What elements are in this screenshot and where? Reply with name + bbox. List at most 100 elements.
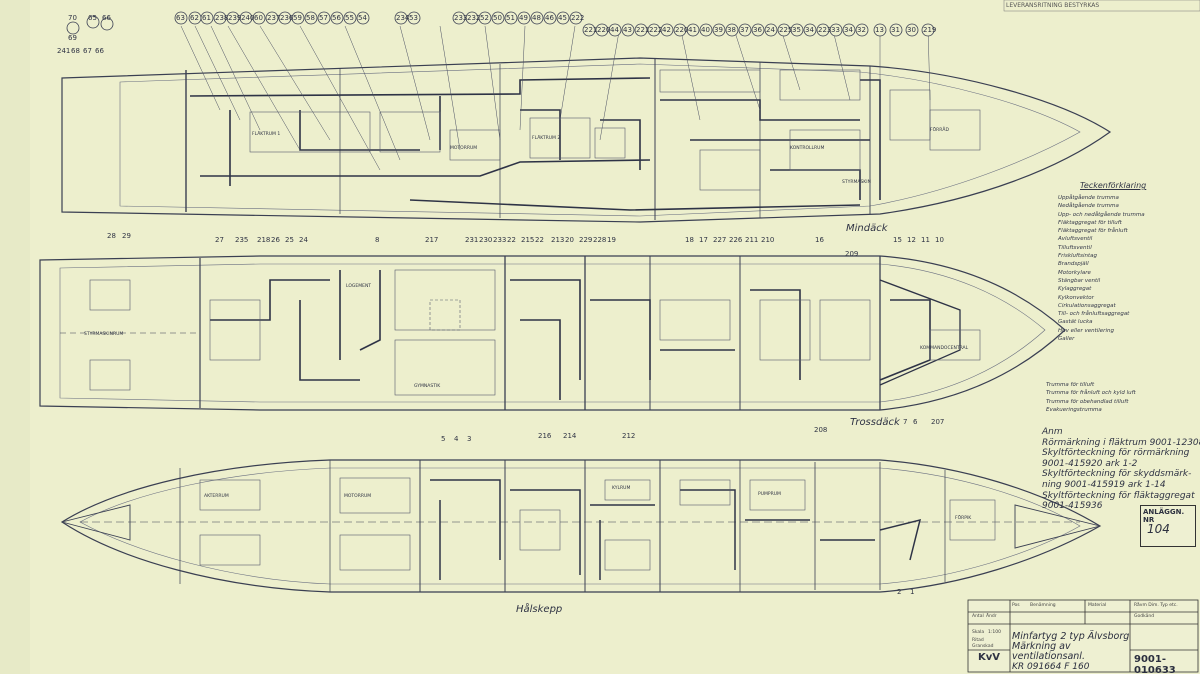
- callout-number: 213: [551, 236, 565, 244]
- mindack-ducts: [189, 77, 881, 211]
- legend-item: Nedåtgående trumma: [1058, 203, 1119, 210]
- callout-number: 229: [579, 236, 593, 244]
- legend-item: Cirkulationsaggregat: [1058, 302, 1116, 309]
- legend-list: Uppåtgående trumma Nedåtgående trumma Up…: [1058, 194, 1145, 343]
- callout-number: 209: [845, 250, 859, 258]
- room-label: KONTROLLRUM: [790, 146, 825, 151]
- callout-number: 214: [563, 432, 577, 440]
- trossdack-rooms: [89, 269, 981, 396]
- callout-number: 219: [923, 26, 937, 34]
- halskepp-ducts: [430, 479, 922, 580]
- callout-number: 233: [454, 14, 468, 22]
- callout-number: 11: [921, 236, 930, 244]
- callout-number: 56: [332, 14, 341, 22]
- title-block-field: Ritad: [972, 638, 984, 643]
- room-label: KOMMANDOCENTRAL: [920, 346, 969, 351]
- callout-number: 10: [935, 236, 944, 244]
- callout-number: 45: [558, 14, 567, 22]
- callout-number: 59: [293, 14, 302, 22]
- callout-number: 41: [688, 26, 697, 34]
- callout-number: 12: [907, 236, 916, 244]
- callout-number: 221: [584, 26, 598, 34]
- callout-number: 66: [95, 47, 104, 55]
- callout-number: 52: [480, 14, 489, 22]
- callout-number: 26: [271, 236, 280, 244]
- title-line: ventilationsanl.: [1012, 651, 1085, 662]
- title-line: Märkning av: [1012, 641, 1071, 652]
- note-line: Rörmärkning i fläktrum 9001-123086: [1042, 437, 1200, 448]
- callout-number: 49: [519, 14, 528, 22]
- callout-number: 225: [779, 26, 793, 34]
- callout-number: 238: [215, 14, 229, 22]
- system-number-box: ANLÄGGN. NR 104: [1140, 505, 1196, 547]
- callout-number: 35: [792, 26, 801, 34]
- callout-number: 51: [506, 14, 515, 22]
- callout-number: 220: [597, 26, 611, 34]
- callout-number: 226: [729, 236, 743, 244]
- callout-number: 17: [699, 236, 708, 244]
- room-label: LOGEMENT: [346, 284, 372, 289]
- callout-number: 221: [636, 26, 650, 34]
- deck-label-halskepp: Hålskepp: [516, 604, 563, 615]
- room-label: STYRMASKINRUM: [84, 332, 124, 337]
- callout-number: 16: [815, 236, 824, 244]
- legend-item: Stängbar ventil: [1058, 277, 1101, 284]
- legend-item: Upp- och nedåtgående trumma: [1058, 211, 1145, 218]
- callout-number: 69: [68, 34, 77, 42]
- callout-number: 24: [299, 236, 308, 244]
- notes-heading: Anm: [1042, 427, 1063, 437]
- project-name: Minfartyg 2 typ Älvsborg: [1012, 631, 1130, 642]
- legend-item: Kylaggregat: [1058, 286, 1092, 293]
- callout-number: 30: [907, 26, 916, 34]
- room-label: FLÄKTRUM 1: [252, 132, 281, 137]
- callout-number: 68: [71, 47, 80, 55]
- title-block-field: Råvm Dim. Typ etc.: [1134, 603, 1178, 608]
- scale-value: 1:100: [988, 630, 1001, 635]
- callout-number: 27: [215, 236, 224, 244]
- callout-number: 70: [68, 14, 77, 22]
- callout-number: 38: [727, 26, 736, 34]
- callout-number: 234: [396, 14, 410, 22]
- system-number-label: ANLÄGGN. NR: [1143, 508, 1185, 524]
- callout-number: 230: [479, 236, 493, 244]
- callout-number: 58: [306, 14, 315, 22]
- legend-item: Fläktaggregat för tilluft: [1058, 219, 1122, 226]
- callout-number: 8: [375, 236, 380, 244]
- room-label: FÖRPIK: [955, 516, 972, 521]
- callout-number: 239: [228, 14, 242, 22]
- callout-number: 7: [903, 418, 908, 426]
- handwritten-reference: KR 091664 F 160: [1012, 662, 1090, 672]
- callout-number: 215: [521, 236, 535, 244]
- callout-number: 25: [285, 236, 294, 244]
- room-label: FLÄKTRUM 2: [532, 136, 561, 141]
- title-block-field: Material: [1088, 603, 1107, 608]
- legend-title: Teckenförklaring: [1080, 181, 1147, 190]
- legend-item: Till- och frånluftsaggregat: [1058, 311, 1130, 318]
- mindack-hull: [61, 57, 1112, 223]
- callout-number: 60: [254, 14, 263, 22]
- callout-number: 5: [441, 435, 446, 443]
- callout-number: 28: [107, 232, 116, 240]
- legend-item: Fläktaggregat för frånluft: [1058, 228, 1128, 235]
- title-block-field: Granskad: [972, 644, 994, 649]
- room-label: STYRMASKIN: [842, 180, 871, 185]
- top-strip-text: LEVERANSRITNING BESTYRKAS: [1006, 2, 1100, 9]
- room-label: MOTORRUM: [450, 146, 478, 151]
- callout-number: 232: [467, 14, 481, 22]
- callout-number: 31: [891, 26, 900, 34]
- legend-item: Avluftsventil: [1058, 236, 1093, 243]
- callout-number: 46: [545, 14, 554, 22]
- callout-number: 32: [857, 26, 866, 34]
- legend-item: Galler: [1058, 336, 1075, 343]
- callout-number: 212: [622, 432, 636, 440]
- callout-number: 3: [467, 435, 472, 443]
- callout-number: 2: [897, 588, 902, 596]
- legend-item: Tilluftsventil: [1058, 244, 1092, 251]
- callout-number: 29: [122, 232, 131, 240]
- callout-leaders: [180, 25, 931, 171]
- callout-number: 231: [465, 236, 479, 244]
- mindack-rooms: [249, 69, 981, 191]
- note-line: 9001-415936: [1042, 501, 1103, 512]
- title-block-field: Godkänd: [1134, 614, 1155, 619]
